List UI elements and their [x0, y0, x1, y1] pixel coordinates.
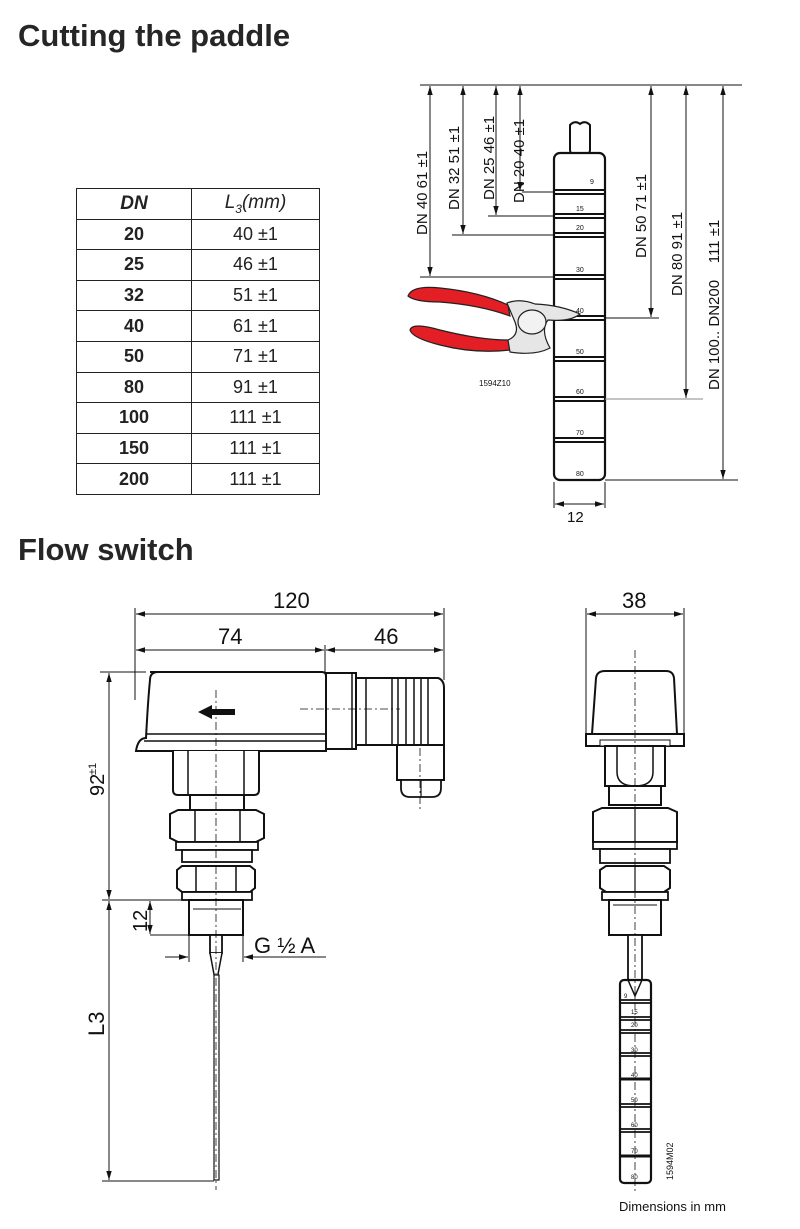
header-l3-main: L: [224, 191, 236, 213]
connector-ribs: [365, 678, 429, 745]
right-dimension-lines: [605, 86, 738, 481]
scale-mark: 60: [576, 389, 584, 396]
paddle-scale-labels: 9 15 20 30 40 50 60 70 80: [576, 179, 594, 478]
left-dimension-lines: [420, 86, 554, 278]
dim-label-120: 120: [273, 588, 310, 613]
cell-dn: 20: [76, 218, 192, 251]
dim-label-12: 12: [130, 910, 152, 932]
dim-label-dn32: DN 32 51 ±1: [446, 126, 463, 210]
dim-label-74: 74: [218, 624, 242, 649]
connector-ring: [325, 672, 357, 750]
header-l3-unit: (mm): [241, 191, 287, 213]
dim-label-92: 92: [87, 774, 109, 796]
paddle-width-label: 12: [567, 509, 584, 526]
paddle-edge: [213, 974, 220, 1181]
section-title-cutting: Cutting the paddle: [18, 18, 291, 53]
figure-code-1594m02: 1594M02: [665, 1142, 675, 1180]
paddle-cutting-diagram: 9 15 20 30 40 50 60 70 80 DN 40 61 ±1 DN…: [407, 84, 742, 526]
dim-label-92-tolerance: ±1: [87, 763, 99, 775]
scale-mark: 15: [576, 206, 584, 213]
cell-dn: 100: [76, 402, 192, 434]
cell-dn: 200: [76, 463, 192, 495]
flow-switch-front-view: 120 74 46: [84, 588, 445, 1190]
dim-label-dn40: DN 40 61 ±1: [414, 151, 431, 235]
flow-direction-arrow-icon: [198, 705, 235, 719]
cell-dn: 32: [76, 279, 192, 312]
cell-l3: 71 ±1: [191, 340, 320, 373]
front-width-dimensions: [134, 608, 445, 700]
pliers-icon: [407, 286, 582, 354]
side-scale-mark: 40: [631, 1073, 638, 1079]
paddle-width-dimension: [553, 482, 606, 508]
scale-mark: 9: [590, 179, 594, 186]
side-width-dimension: [585, 608, 685, 742]
cell-dn: 40: [76, 310, 192, 342]
flow-switch-side-view: 38 9 15 20: [585, 588, 726, 1214]
cell-dn: 25: [76, 249, 192, 281]
header-dn: DN: [76, 188, 192, 220]
scale-mark: 70: [576, 430, 584, 437]
dim-label-dn50: DN 50 71 ±1: [633, 174, 650, 258]
section-title-flow-switch: Flow switch: [18, 532, 194, 567]
cell-l3: 40 ±1: [191, 218, 320, 251]
dim-label-dn80: DN 80 91 ±1: [669, 212, 686, 296]
switch-cap: [590, 670, 679, 735]
scale-mark: 40: [576, 308, 584, 315]
cell-l3: 111 ±1: [191, 463, 320, 495]
dim-label-dn25: DN 25 46 ±1: [481, 116, 498, 200]
left-dimension-labels: DN 40 61 ±1 DN 32 51 ±1 DN 25 46 ±1 DN 2…: [414, 116, 528, 235]
header-l3-sub: 3: [235, 201, 242, 216]
scale-mark: 80: [576, 471, 584, 478]
dim-label-l3: L3: [84, 1012, 109, 1036]
cell-l3: 61 ±1: [191, 310, 320, 342]
side-paddle-lines: [620, 999, 651, 1158]
cell-dn: 50: [76, 340, 192, 373]
scale-mark: 20: [576, 225, 584, 232]
front-height-labels: 92 ±1 12 G ½ A L3: [84, 763, 315, 1036]
hex-nut-upper: [169, 809, 265, 843]
dim-label-thread: G ½ A: [254, 933, 315, 958]
header-l3: L3(mm): [191, 188, 320, 220]
dimensions-note: Dimensions in mm: [619, 1199, 726, 1214]
side-scale-mark: 9: [624, 994, 628, 1000]
dim-label-dn20: DN 20 40 ±1: [511, 119, 528, 203]
cell-l3: 91 ±1: [191, 371, 320, 404]
cell-dn: 80: [76, 371, 192, 404]
front-height-dimensions: [100, 671, 326, 1182]
table-header-row: DN L3(mm): [76, 188, 320, 220]
scale-mark: 30: [576, 267, 584, 274]
right-dimension-labels: DN 50 71 ±1 DN 80 91 ±1 DN 100.. DN200 1…: [633, 174, 723, 390]
dim-label-dn100-200: DN 100.. DN200 111 ±1: [706, 220, 723, 390]
paddle-cut-lines: [554, 189, 605, 443]
figure-code-1594z10: 1594Z10: [479, 379, 511, 388]
front-width-labels: 120 74 46: [218, 588, 398, 649]
dim-label-46: 46: [374, 624, 398, 649]
cable-connector: [355, 677, 445, 746]
cell-l3: 46 ±1: [191, 249, 320, 281]
dim-label-38: 38: [622, 588, 646, 613]
scale-mark: 50: [576, 349, 584, 356]
